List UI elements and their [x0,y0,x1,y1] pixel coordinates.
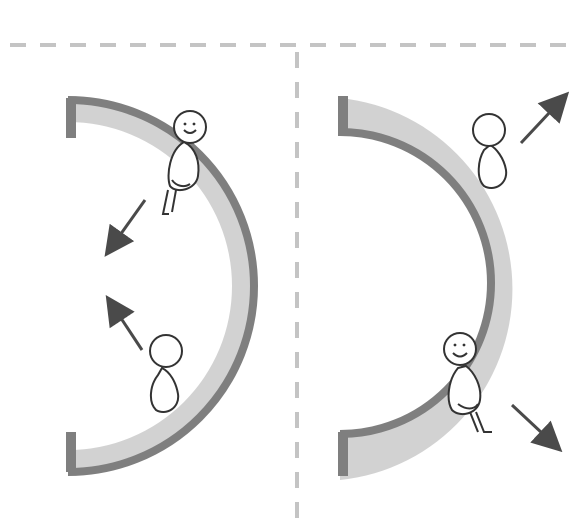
left-curved-bench [66,96,258,476]
right-arrow-up-right [519,91,570,145]
right-sitting-person [443,332,492,433]
left-arrow-down-left [104,199,147,257]
left-sitting-person [161,110,207,215]
left-arrow-up-left [105,294,144,351]
left-standing-person [149,334,183,413]
right-arrow-down-right [510,403,563,453]
right-standing-person [472,113,508,189]
